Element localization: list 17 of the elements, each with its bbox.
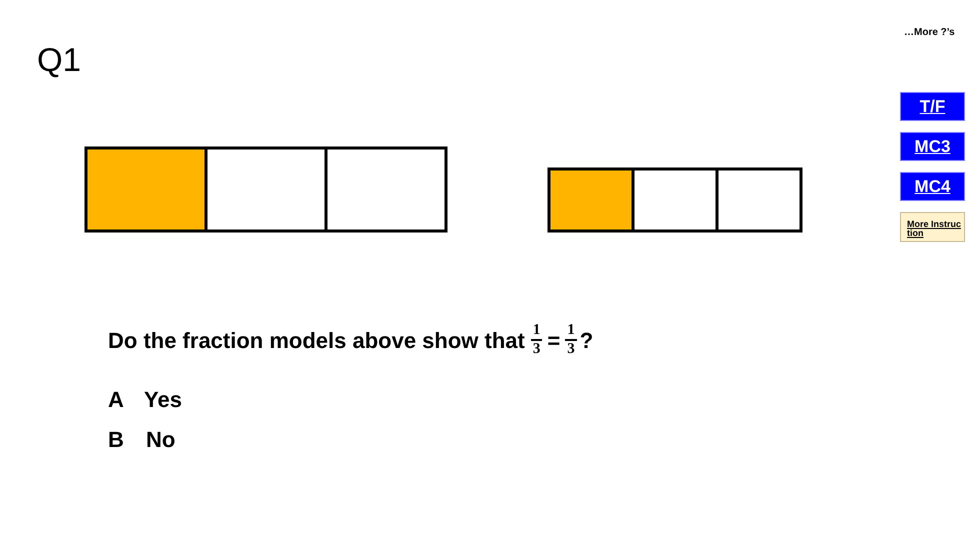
answer-option: No	[146, 426, 176, 454]
instruction-button: More Instruction	[900, 212, 965, 242]
nav-button: MC4	[900, 172, 965, 201]
more-questions-label: …More ?’s	[904, 26, 955, 40]
question-mark: ?	[580, 326, 594, 354]
equals-sign: =	[547, 326, 560, 354]
fraction-denominator: 3	[566, 341, 576, 358]
nav-button: MC3	[900, 132, 965, 161]
question-text: Do the fraction models above show that	[108, 326, 525, 354]
answer-letter: A	[108, 386, 125, 414]
nav-button: T/F	[900, 92, 965, 121]
answer-option: Yes	[144, 386, 182, 414]
answer-letter: B	[108, 426, 125, 454]
fraction-numerator: 1	[565, 322, 577, 341]
fraction-denominator: 3	[532, 341, 542, 358]
title: Q1	[37, 40, 82, 80]
fraction-numerator: 1	[530, 322, 542, 341]
